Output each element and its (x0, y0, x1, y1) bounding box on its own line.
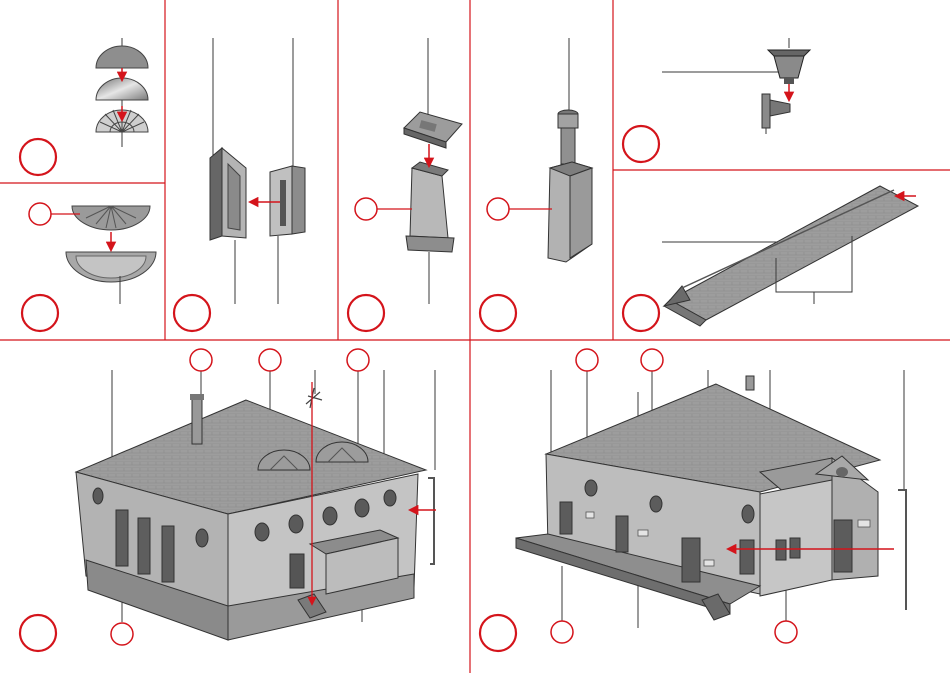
step-marker (174, 295, 210, 331)
pillar-cap-part (404, 112, 462, 148)
side-wall-part (270, 166, 305, 236)
step-marker (623, 126, 659, 162)
panel-dormer-cap-assembly (22, 203, 156, 331)
corner-wall-part (210, 148, 246, 240)
step-marker (20, 615, 56, 651)
panel-building-front-view (20, 349, 436, 651)
panel-dormer-window-assembly (20, 38, 148, 175)
step-marker (348, 295, 384, 331)
step-marker (623, 295, 659, 331)
part-callout (551, 621, 573, 643)
step-marker (20, 139, 56, 175)
panel-chimney-assembly (480, 38, 592, 331)
chimney-part (548, 110, 592, 262)
lamp-bracket-part (762, 94, 790, 128)
part-callout (259, 349, 281, 371)
part-callout (576, 349, 598, 371)
panel-roof-ridge-assembly (623, 186, 918, 331)
roof-section-part (664, 186, 918, 326)
dormer-cap-part (96, 46, 148, 68)
part-callout (487, 198, 509, 220)
panel-building-rear-view (480, 349, 906, 651)
panel-wall-corner-assembly (174, 38, 305, 331)
part-callout (111, 623, 133, 645)
step-marker (480, 615, 516, 651)
part-callout (641, 349, 663, 371)
dormer-shell-part (66, 252, 156, 282)
step-marker (480, 295, 516, 331)
front-building-model (76, 388, 434, 640)
part-callout (355, 198, 377, 220)
rear-building-model (516, 376, 906, 620)
part-callout (347, 349, 369, 371)
part-callout (190, 349, 212, 371)
step-marker (22, 295, 58, 331)
dormer-louver-part (72, 206, 150, 230)
part-callout (775, 621, 797, 643)
lamp-head-part (768, 50, 810, 84)
panel-pillar-cap-assembly (348, 38, 462, 331)
panel-wall-lamp-assembly (623, 38, 810, 162)
pillar-body-part (406, 162, 454, 252)
dormer-glass-part (96, 78, 148, 100)
part-callout (29, 203, 51, 225)
